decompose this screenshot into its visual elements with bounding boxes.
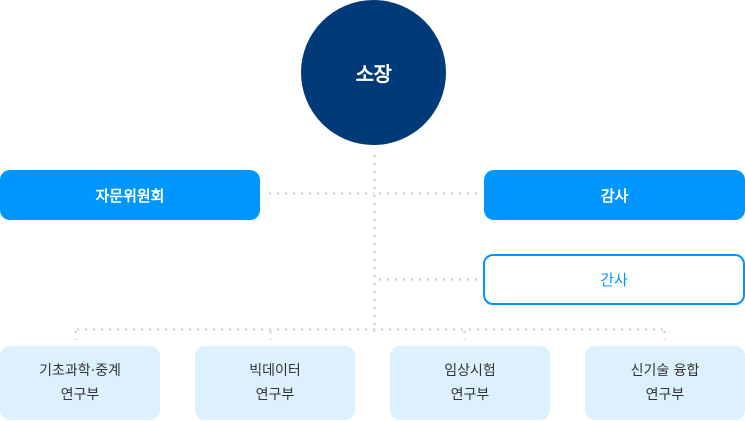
director-node: 소장	[301, 0, 446, 145]
director-label: 소장	[355, 62, 392, 86]
connector-departments	[74, 328, 668, 331]
connector-auditor	[376, 192, 482, 195]
secretary-label: 간사	[600, 271, 628, 289]
advisory-committee-node: 자문위원회	[0, 170, 260, 220]
advisory-committee-label: 자문위원회	[95, 186, 165, 205]
department-suffix: 연구부	[645, 387, 685, 403]
department-node: 기초과학·중계 연구부	[0, 346, 160, 420]
auditor-node: 감사	[484, 170, 745, 220]
connector-dept-3	[463, 328, 466, 340]
connector-advisory	[266, 192, 374, 195]
auditor-label: 감사	[600, 186, 629, 205]
department-node: 신기술 융합 연구부	[585, 346, 745, 420]
department-name: 기초과학·중계	[39, 363, 121, 379]
connector-main-vertical	[373, 152, 376, 332]
department-node: 빅데이터 연구부	[195, 346, 355, 420]
department-name: 빅데이터	[249, 363, 301, 379]
department-node: 임상시험 연구부	[390, 346, 550, 420]
connector-dept-4	[663, 328, 666, 340]
department-suffix: 연구부	[450, 387, 490, 403]
department-suffix: 연구부	[60, 387, 100, 403]
department-name: 신기술 융합	[630, 363, 700, 379]
connector-dept-1	[74, 328, 77, 340]
secretary-node: 간사	[483, 254, 745, 305]
department-name: 임상시험	[444, 363, 496, 379]
department-suffix: 연구부	[255, 387, 295, 403]
connector-dept-2	[269, 328, 272, 340]
connector-secretary	[376, 278, 482, 281]
